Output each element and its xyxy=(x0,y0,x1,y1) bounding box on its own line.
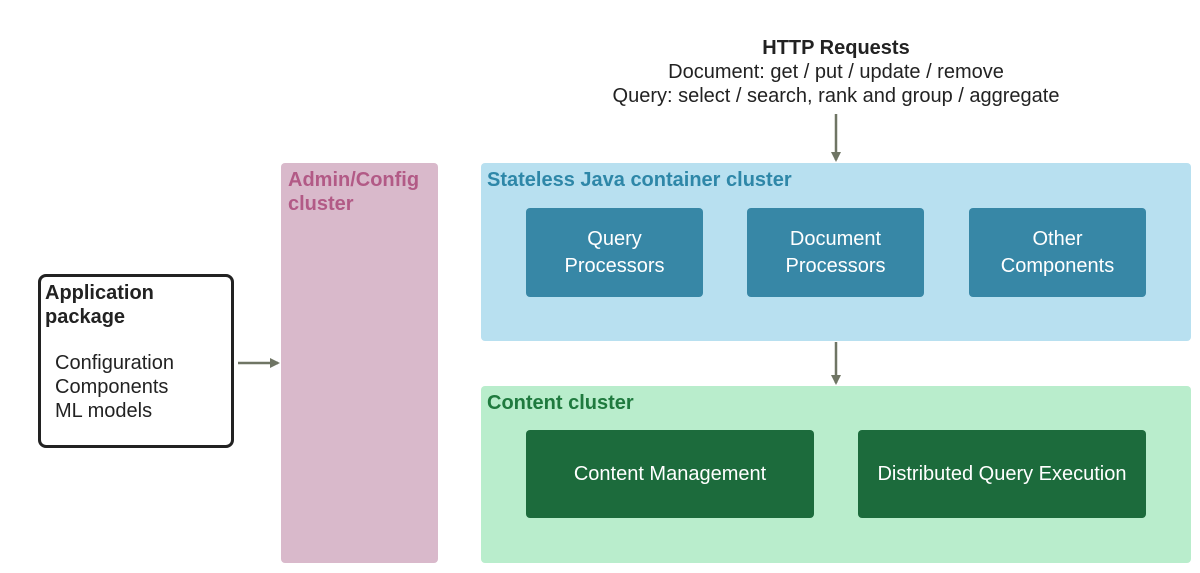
application-package-box: Application package Configuration Compon… xyxy=(38,274,234,448)
document-processors-label-line1: Document xyxy=(789,227,882,250)
other-components-label-line1: Other xyxy=(1032,227,1083,250)
http-requests-document-ops: Document: get / put / update / remove xyxy=(668,61,1004,83)
stateless-container-cluster: Stateless Java container cluster Query P… xyxy=(481,163,1191,341)
other-components-box: Other Components xyxy=(969,208,1146,297)
admin-config-cluster-title: Admin/Config cluster xyxy=(288,169,420,215)
document-processors-box: Document Processors xyxy=(747,208,924,297)
content-management-box: Content Management xyxy=(526,430,814,518)
content-management-label: Content Management xyxy=(573,462,767,485)
stateless-cluster-title: Stateless Java container cluster xyxy=(487,169,792,191)
content-cluster-title: Content cluster xyxy=(487,392,634,414)
content-cluster: Content cluster Content Management Distr… xyxy=(481,386,1191,563)
other-components-label-line2: Components xyxy=(1000,254,1115,277)
query-processors-box: Query Processors xyxy=(526,208,703,297)
distributed-query-execution-box: Distributed Query Execution xyxy=(858,430,1146,518)
admin-config-cluster: Admin/Config cluster xyxy=(281,163,438,563)
document-processors-label-line2: Processors xyxy=(785,254,886,277)
distributed-query-execution-label: Distributed Query Execution xyxy=(877,462,1127,485)
http-requests-query-ops: Query: select / search, rank and group /… xyxy=(612,85,1060,107)
application-package-item-ml-models: ML models xyxy=(55,400,153,422)
http-requests-title: HTTP Requests xyxy=(762,37,910,59)
application-package-title: Application package xyxy=(45,282,154,328)
application-package-item-components: Components xyxy=(55,376,169,398)
query-processors-label-line2: Processors xyxy=(564,254,665,277)
application-package-items: Configuration Components ML models xyxy=(55,351,174,423)
application-package-item-configuration: Configuration xyxy=(55,352,174,374)
query-processors-label-line1: Query xyxy=(587,227,642,250)
http-requests-label: HTTP Requests Document: get / put / upda… xyxy=(560,36,1112,108)
